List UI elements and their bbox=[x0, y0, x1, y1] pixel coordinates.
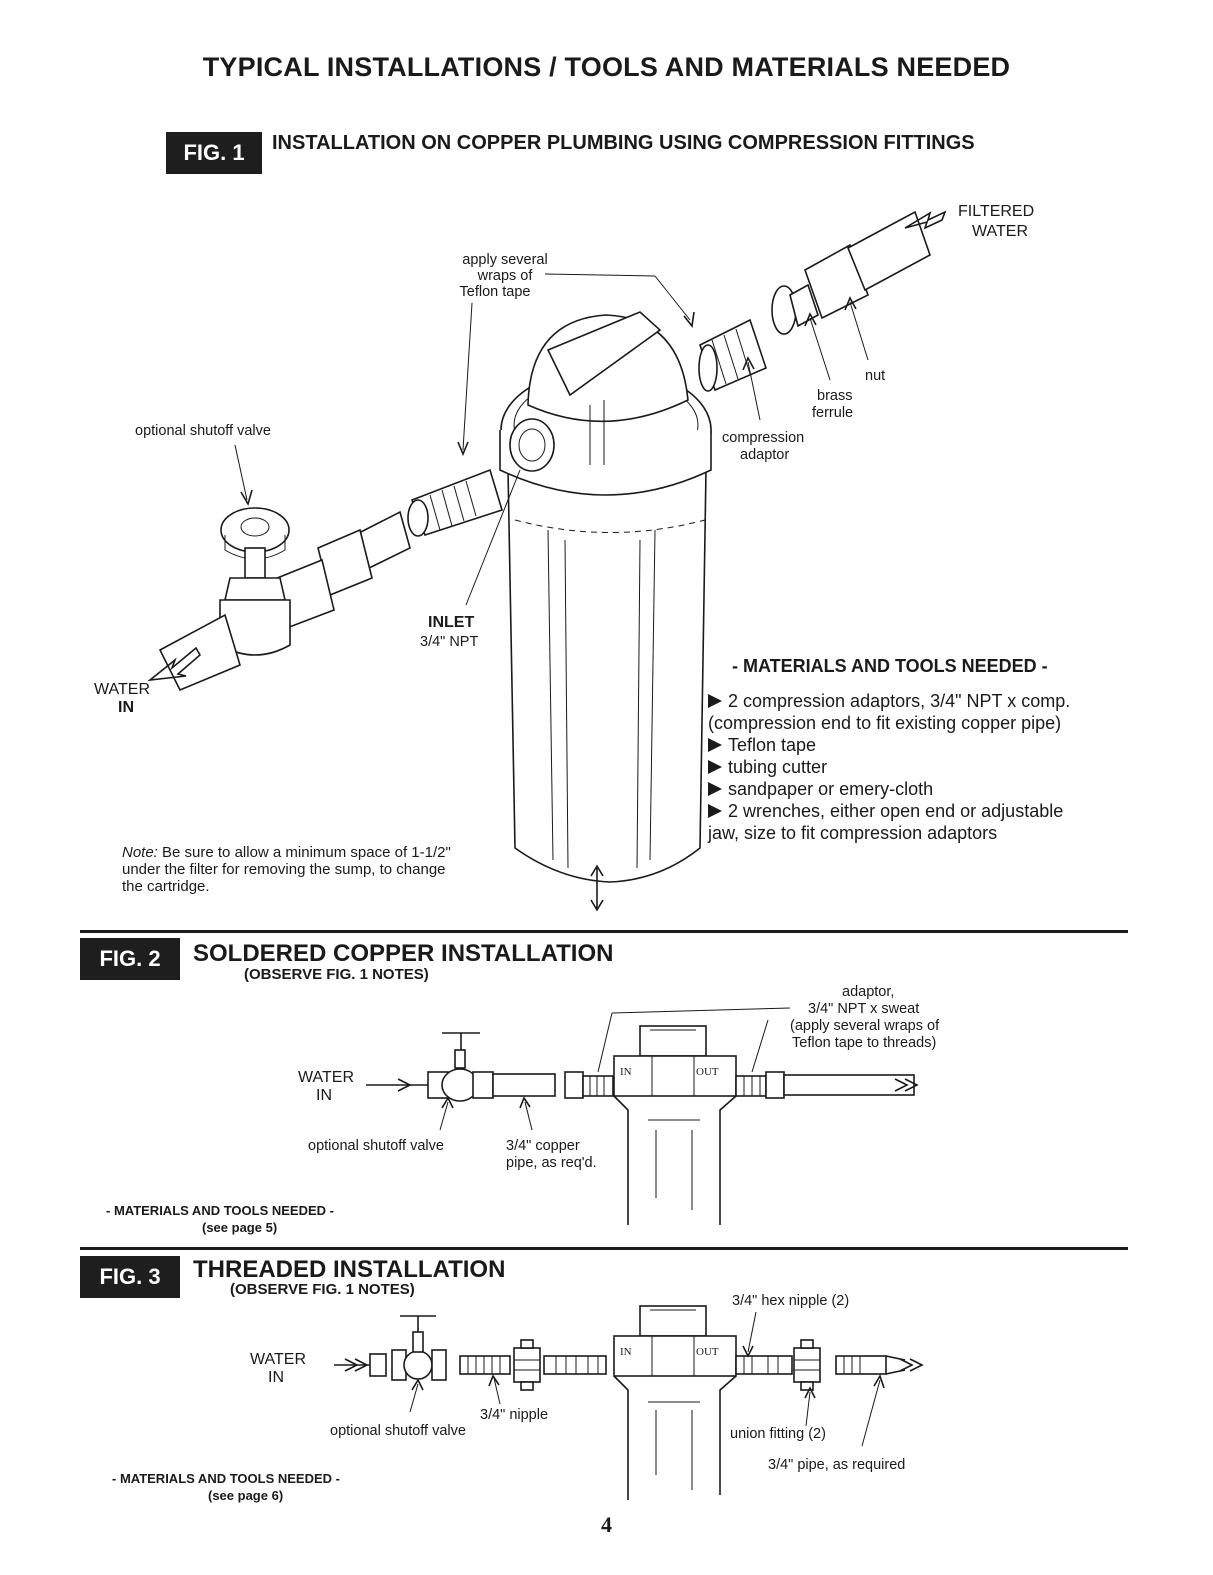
label-shutoff-valve: optional shutoff valve bbox=[135, 423, 271, 439]
bullet-triangle-icon bbox=[708, 738, 722, 752]
material-item: 2 compression adaptors, 3/4" NPT x comp. bbox=[708, 690, 1070, 712]
outlet-fitting bbox=[698, 210, 931, 392]
material-item: Teflon tape bbox=[708, 734, 1070, 756]
fig2-label-adaptor-2: 3/4" NPT x sweat bbox=[808, 1001, 920, 1017]
material-item: (compression end to fit existing copper … bbox=[708, 713, 1062, 733]
label-inlet: INLET bbox=[428, 614, 475, 631]
fig2-materials-ref: (see page 5) bbox=[202, 1220, 278, 1235]
label-water-in: WATER bbox=[94, 681, 150, 698]
fig3-heading: THREADED INSTALLATION bbox=[193, 1256, 506, 1283]
fig3-materials-title: - MATERIALS AND TOOLS NEEDED - bbox=[112, 1471, 340, 1486]
label-compression: compression bbox=[722, 430, 805, 446]
fig2-label-pipe-2: pipe, as req'd. bbox=[506, 1155, 597, 1171]
material-item: sandpaper or emery-cloth bbox=[708, 778, 1070, 800]
fig3-label-union: union fitting (2) bbox=[730, 1426, 826, 1442]
fig2-heading: SOLDERED COPPER INSTALLATION bbox=[193, 940, 614, 967]
material-item: 2 wrenches, either open end or adjustabl… bbox=[708, 800, 1070, 822]
material-item: jaw, size to fit compression adaptors bbox=[708, 823, 998, 843]
fig3-label-in: IN bbox=[268, 1369, 284, 1386]
fig1-heading: INSTALLATION ON COPPER PLUMBING USING CO… bbox=[272, 132, 975, 154]
bullet-triangle-icon bbox=[708, 694, 722, 708]
label-teflon-2: wraps of bbox=[477, 268, 533, 284]
fig1-materials-title: - MATERIALS AND TOOLS NEEDED - bbox=[732, 656, 1048, 676]
bullet-triangle-icon bbox=[708, 760, 722, 774]
label-brass: brass bbox=[817, 388, 853, 404]
label-adaptor: adaptor bbox=[740, 447, 790, 463]
label-water-out: WATER bbox=[972, 223, 1028, 240]
label-inlet-size: 3/4" NPT bbox=[420, 634, 479, 650]
fig2-badge: FIG. 2 bbox=[80, 938, 180, 980]
fig2-label-adaptor-3: (apply several wraps of bbox=[790, 1018, 940, 1034]
divider bbox=[80, 930, 1128, 933]
label-teflon-1: apply several bbox=[462, 252, 548, 268]
filter-housing bbox=[499, 311, 712, 883]
label-ferrule: ferrule bbox=[812, 405, 854, 421]
fig3-badge: FIG. 3 bbox=[80, 1256, 180, 1298]
fig2-label-water: WATER bbox=[298, 1069, 354, 1086]
fig2-label-in: IN bbox=[316, 1087, 332, 1104]
page-number: 4 bbox=[601, 1512, 612, 1537]
fig3-label-pipe: 3/4" pipe, as required bbox=[768, 1457, 906, 1473]
fig3-label-hex-nipple: 3/4" hex nipple (2) bbox=[732, 1293, 850, 1309]
fig1-note: Note: Be sure to allow a minimum space o… bbox=[122, 844, 451, 895]
page-title: TYPICAL INSTALLATIONS / TOOLS AND MATERI… bbox=[202, 52, 1011, 82]
label-nut: nut bbox=[865, 368, 886, 384]
fig2-label-adaptor-1: adaptor, bbox=[842, 984, 895, 1000]
fig2-subheading: (OBSERVE FIG. 1 NOTES) bbox=[244, 966, 429, 983]
fig3-port-out: OUT bbox=[696, 1346, 719, 1358]
fig3-materials-ref: (see page 6) bbox=[208, 1488, 284, 1503]
fig3-label-water: WATER bbox=[250, 1351, 306, 1368]
fig2-label-adaptor-4: Teflon tape to threads) bbox=[792, 1035, 937, 1051]
fig3-port-in: IN bbox=[620, 1346, 632, 1358]
label-teflon-3: Teflon tape bbox=[459, 284, 531, 300]
fig2-materials-title: - MATERIALS AND TOOLS NEEDED - bbox=[106, 1203, 334, 1218]
label-in: IN bbox=[118, 699, 134, 716]
material-item: tubing cutter bbox=[708, 756, 1070, 778]
fig3-label-shutoff: optional shutoff valve bbox=[330, 1423, 466, 1439]
fig1-badge: FIG. 1 bbox=[166, 132, 262, 174]
fig2-label-pipe-1: 3/4" copper bbox=[506, 1138, 580, 1154]
bullet-triangle-icon bbox=[708, 804, 722, 818]
fig1-materials-list: 2 compression adaptors, 3/4" NPT x comp.… bbox=[708, 690, 1070, 844]
bullet-triangle-icon bbox=[708, 782, 722, 796]
fig2-label-shutoff: optional shutoff valve bbox=[308, 1138, 444, 1154]
fig3-label-nipple: 3/4" nipple bbox=[480, 1407, 549, 1423]
fig3-subheading: (OBSERVE FIG. 1 NOTES) bbox=[230, 1281, 415, 1298]
fig2-port-in: IN bbox=[620, 1066, 632, 1078]
label-filtered: FILTERED bbox=[958, 203, 1035, 220]
note-label: Note: bbox=[122, 844, 158, 861]
divider bbox=[80, 1247, 1128, 1250]
fig2-port-out: OUT bbox=[696, 1066, 719, 1078]
